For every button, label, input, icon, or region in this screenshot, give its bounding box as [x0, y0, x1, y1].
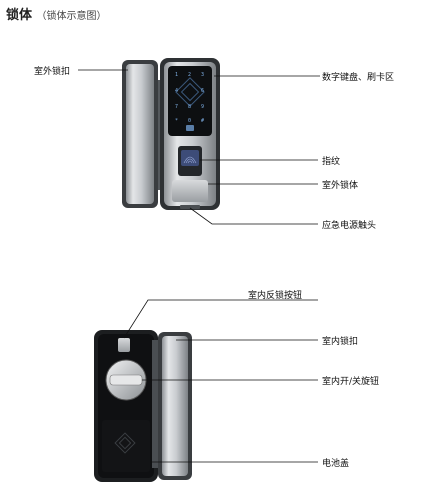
title-sub: （锁体示意图） [36, 11, 107, 22]
emergency-contacts [180, 205, 200, 209]
svg-text:*: * [175, 118, 178, 124]
label-emergency-power: 应急电源触头 [322, 221, 377, 231]
svg-text:9: 9 [201, 104, 204, 110]
label-inner-lock-catch: 室内锁扣 [322, 337, 359, 347]
label-fingerprint: 指纹 [322, 157, 341, 167]
label-outer-lock-body: 室外锁体 [322, 181, 359, 191]
battery-cover-part [102, 420, 150, 472]
svg-text:6: 6 [201, 88, 204, 94]
outer-lock-assembly: 1 2 3 4 6 7 8 9 * 0 # [122, 58, 220, 210]
svg-text:8: 8 [188, 104, 191, 110]
svg-text:3: 3 [201, 72, 204, 78]
svg-text:4: 4 [175, 88, 178, 94]
label-keypad-card-area: 数字键盘、刷卡区 [322, 73, 395, 83]
title-main: 锁体 [6, 8, 33, 23]
inner-lock-assembly [94, 330, 192, 482]
svg-text:2: 2 [188, 72, 191, 78]
label-inner-reverse-lock-button: 室内反锁按钮 [248, 291, 303, 301]
svg-text:#: # [201, 118, 204, 124]
svg-text:1: 1 [175, 72, 178, 78]
svg-text:0: 0 [188, 118, 191, 124]
svg-text:7: 7 [175, 104, 178, 110]
label-outer-lock-catch: 室外锁扣 [34, 67, 71, 77]
page-title: 锁体 （锁体示意图） [6, 4, 107, 23]
label-battery-cover: 电池盖 [322, 459, 350, 469]
reverse-lock-button [118, 338, 130, 352]
label-inner-open-close-knob: 室内开/关旋钮 [322, 377, 380, 387]
